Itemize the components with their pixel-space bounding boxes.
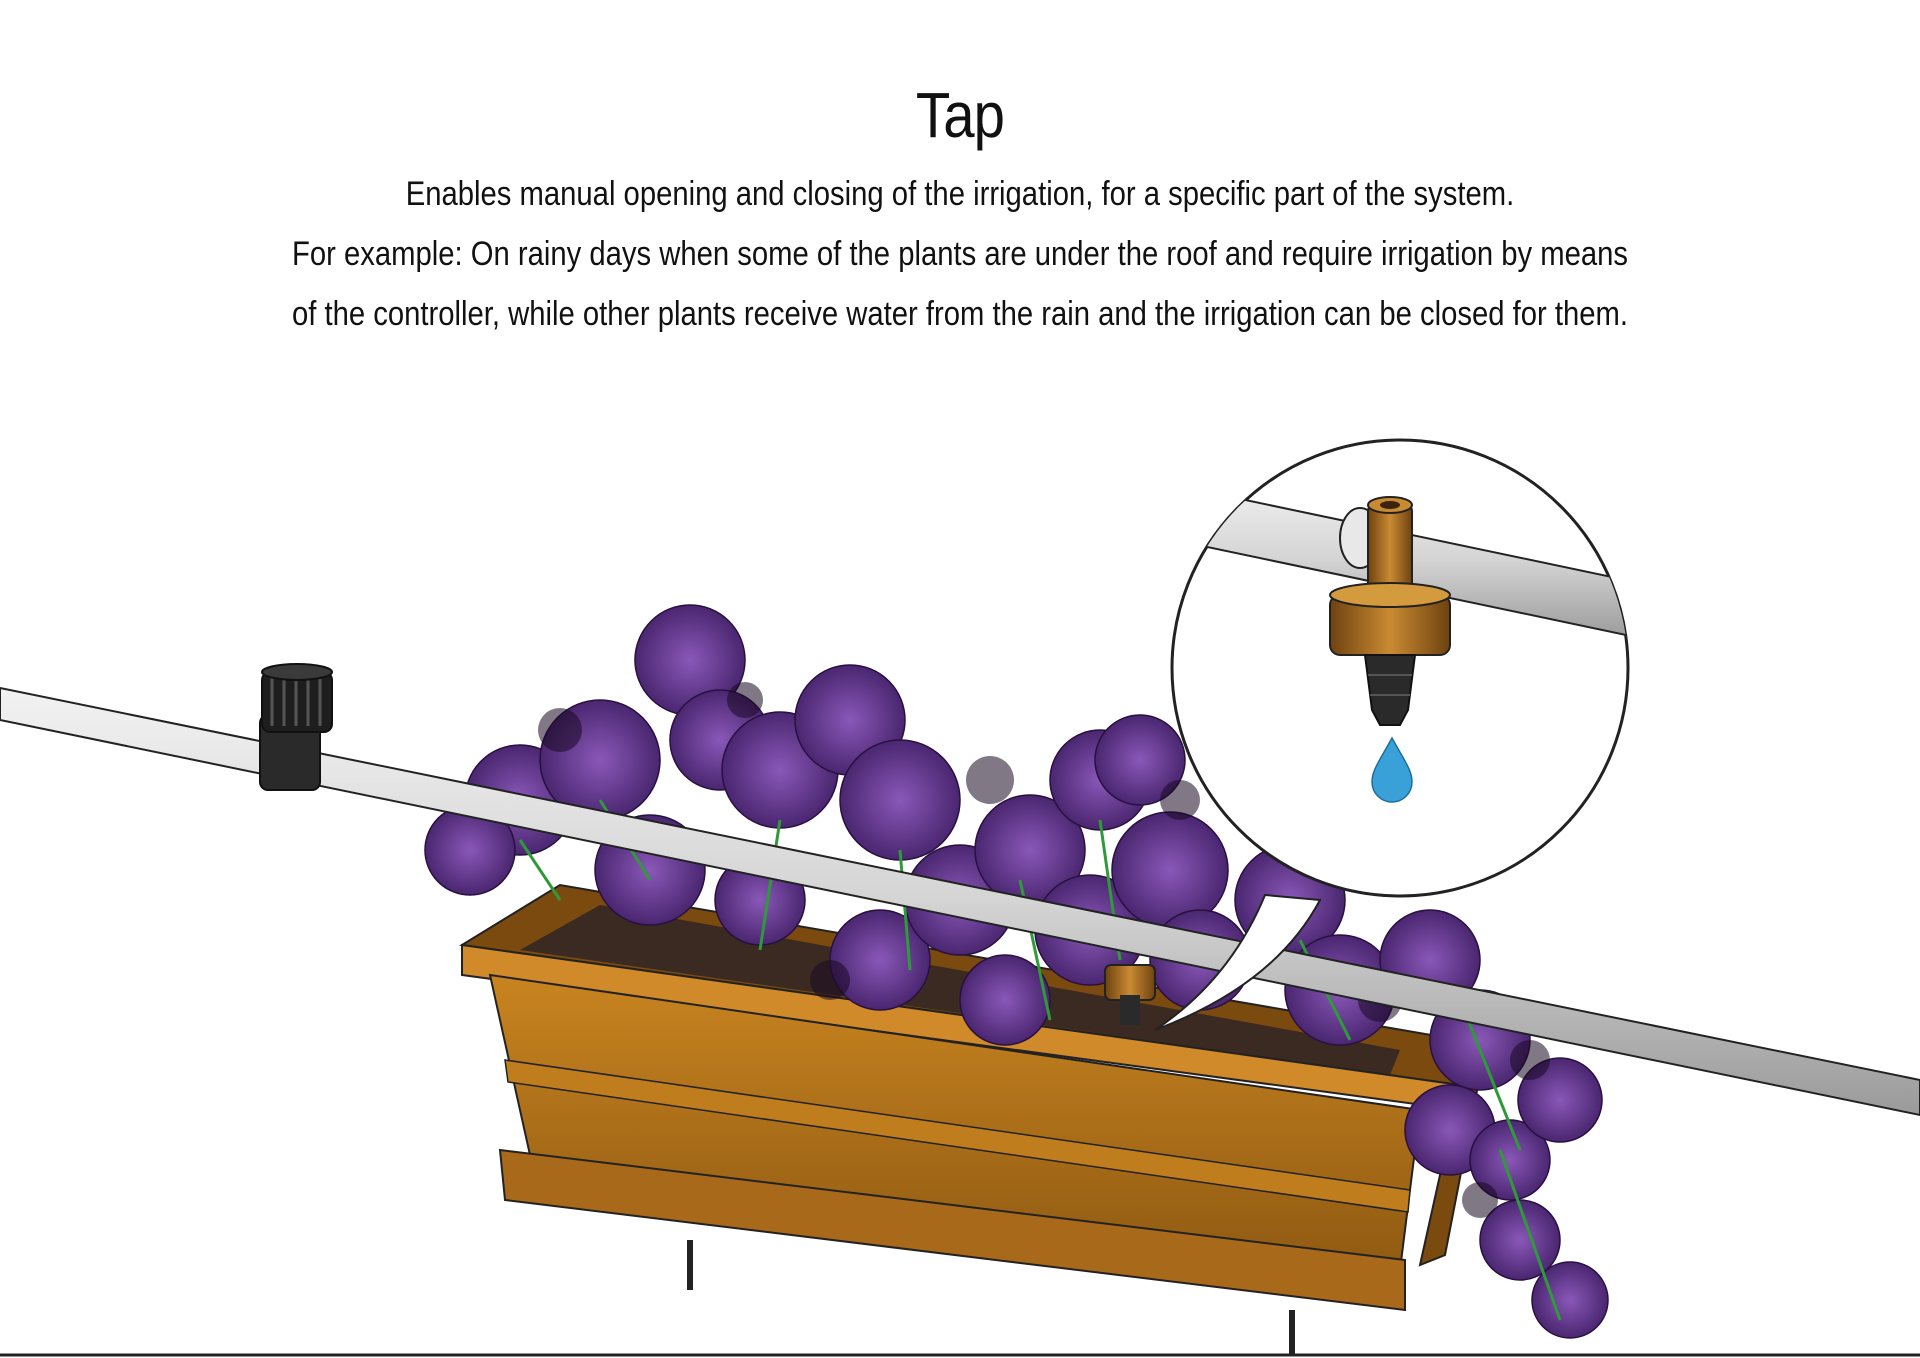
description-line-3: of the controller, while other plants re… [291,295,1628,334]
water-drop-icon [1371,736,1413,803]
description-line-2: For example: On rainy days when some of … [291,235,1629,274]
tap-icon [259,663,333,791]
callout-pointer [1154,893,1322,1031]
page-title: Tap [915,79,1005,151]
header: Tap Enables manual opening and closing o… [0,80,1920,344]
description-line-1: Enables manual opening and closing of th… [405,175,1515,214]
dripper-icon [1104,964,1156,1025]
magnified-view [1170,438,1630,898]
